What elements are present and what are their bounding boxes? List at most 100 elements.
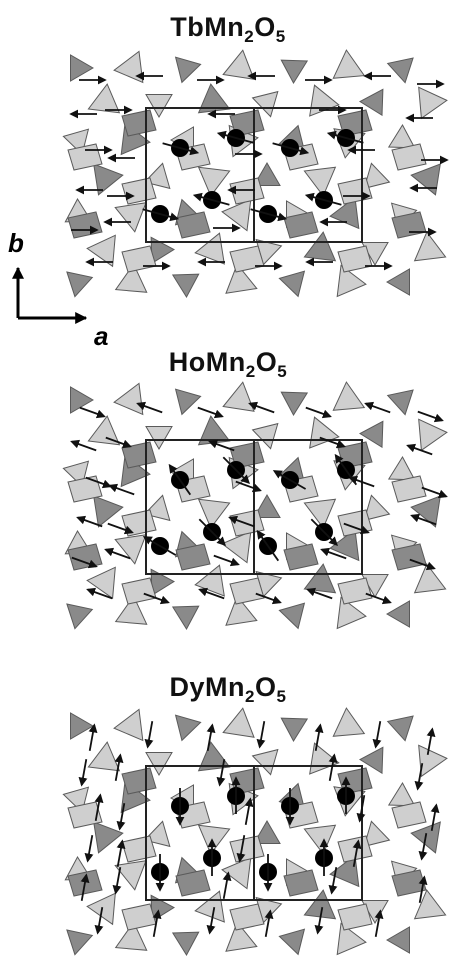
mn-polyhedron — [86, 234, 116, 268]
mn-polyhedron — [171, 931, 200, 957]
rare-earth-spin-arrow — [326, 130, 364, 144]
mn-spin-arrow — [356, 795, 366, 823]
mn-octahedron — [229, 577, 265, 605]
mn-polyhedron — [413, 563, 447, 594]
mn-polyhedron — [87, 415, 121, 446]
mn-polyhedron — [197, 166, 231, 197]
mn-octahedron — [121, 509, 157, 537]
mn-octahedron — [337, 577, 373, 605]
mn-spin-arrow — [374, 909, 384, 937]
mn-spin-arrow — [244, 797, 254, 825]
mn-polyhedron — [332, 49, 366, 79]
mn-polyhedron — [386, 715, 414, 742]
mn-polyhedron — [253, 162, 281, 186]
mn-spin-arrow — [418, 833, 428, 861]
mn-spin-arrow — [406, 443, 433, 456]
mn-spin-arrow — [236, 835, 246, 863]
mn-spin-arrow — [352, 839, 362, 867]
mn-polyhedron — [303, 166, 337, 197]
mn-polyhedron — [114, 534, 147, 565]
structure-panel-tbmn2o5 — [62, 49, 449, 299]
mn-octahedron — [175, 869, 211, 897]
mn-polyhedron — [332, 381, 366, 411]
rare-earth-spin-arrow — [272, 470, 307, 490]
mn-octahedron — [121, 835, 157, 863]
mn-polyhedron — [145, 426, 173, 450]
mn-spin-arrow — [235, 480, 262, 493]
rare-earth-spin-arrow — [222, 456, 250, 484]
panel-title-tbmn2o5: TbMn2O5 — [170, 12, 286, 46]
mn-polyhedron — [418, 744, 448, 778]
mn-spin-arrow — [94, 907, 104, 935]
mn-polyhedron — [114, 860, 147, 891]
mn-polyhedron — [303, 231, 337, 262]
mn-polyhedron — [410, 495, 441, 528]
rare-earth-spin-arrow — [310, 518, 338, 546]
mn-spin-arrow — [88, 723, 98, 751]
mn-octahedron — [121, 767, 157, 795]
mn-octahedron — [121, 577, 157, 605]
mn-spin-arrow — [417, 410, 444, 423]
mn-spin-arrow — [348, 475, 375, 488]
mn-octahedron — [283, 869, 319, 897]
mn-polyhedron — [113, 50, 144, 84]
mn-spin-arrow — [94, 793, 104, 821]
mn-polyhedron — [280, 59, 309, 85]
mn-spin-arrow — [248, 401, 275, 414]
structure-panel-dymn2o5 — [62, 707, 448, 957]
mn-polyhedron — [278, 602, 306, 630]
mn-polyhedron — [413, 889, 447, 920]
rare-earth-spin-arrow — [162, 142, 200, 156]
mn-octahedron — [337, 903, 373, 931]
mn-octahedron — [229, 903, 265, 931]
mn-polyhedron — [303, 824, 337, 855]
mn-spin-arrow — [152, 909, 162, 937]
mn-polyhedron — [66, 929, 94, 956]
mn-polyhedron — [194, 564, 225, 597]
mn-octahedron — [229, 177, 265, 205]
panel-title-dymn2o5: DyMn2O5 — [169, 672, 287, 706]
mn-spin-arrow — [213, 554, 240, 567]
mn-polyhedron — [253, 820, 281, 844]
mn-spin-arrow — [206, 907, 216, 935]
mn-polyhedron — [413, 231, 447, 262]
mn-polyhedron — [358, 420, 384, 449]
mn-spin-arrow — [320, 547, 347, 560]
mn-spin-arrow — [418, 875, 428, 903]
mn-polyhedron — [114, 202, 147, 233]
rare-earth-spin-arrow — [304, 192, 342, 206]
mn-spin-arrow — [328, 867, 338, 895]
mn-spin-arrow — [79, 406, 106, 419]
mn-polyhedron — [194, 890, 225, 923]
mn-polyhedron — [303, 563, 337, 594]
mn-polyhedron — [387, 781, 416, 807]
mn-polyhedron — [174, 388, 202, 416]
mn-polyhedron — [93, 821, 124, 854]
mn-polyhedron — [410, 163, 441, 196]
axis-label-a: a — [94, 321, 109, 351]
mn-polyhedron — [225, 263, 258, 294]
mn-polyhedron — [174, 56, 202, 84]
rare-earth-spin-arrow — [334, 453, 358, 486]
axis-label-b: b — [8, 228, 24, 258]
mn-polyhedron — [280, 717, 309, 743]
rare-earth-spin-arrow — [168, 463, 192, 496]
mn-spin-arrow — [86, 587, 113, 600]
mn-octahedron — [175, 543, 211, 571]
mn-polyhedron — [93, 163, 124, 196]
mn-polyhedron — [70, 386, 94, 414]
rare-earth-spin-arrow — [142, 208, 180, 222]
mn-polyhedron — [358, 88, 384, 117]
mn-octahedron — [337, 177, 373, 205]
mn-polyhedron — [386, 268, 410, 296]
mn-spin-arrow — [116, 803, 126, 831]
mn-octahedron — [121, 109, 157, 137]
mn-spin-arrow — [430, 803, 440, 831]
rare-earth-spin-arrow — [272, 142, 310, 156]
mn-polyhedron — [336, 922, 367, 956]
mn-spin-arrow — [107, 522, 134, 535]
mn-polyhedron — [222, 707, 255, 738]
mn-spin-arrow — [314, 907, 324, 935]
mn-polyhedron — [386, 389, 414, 416]
